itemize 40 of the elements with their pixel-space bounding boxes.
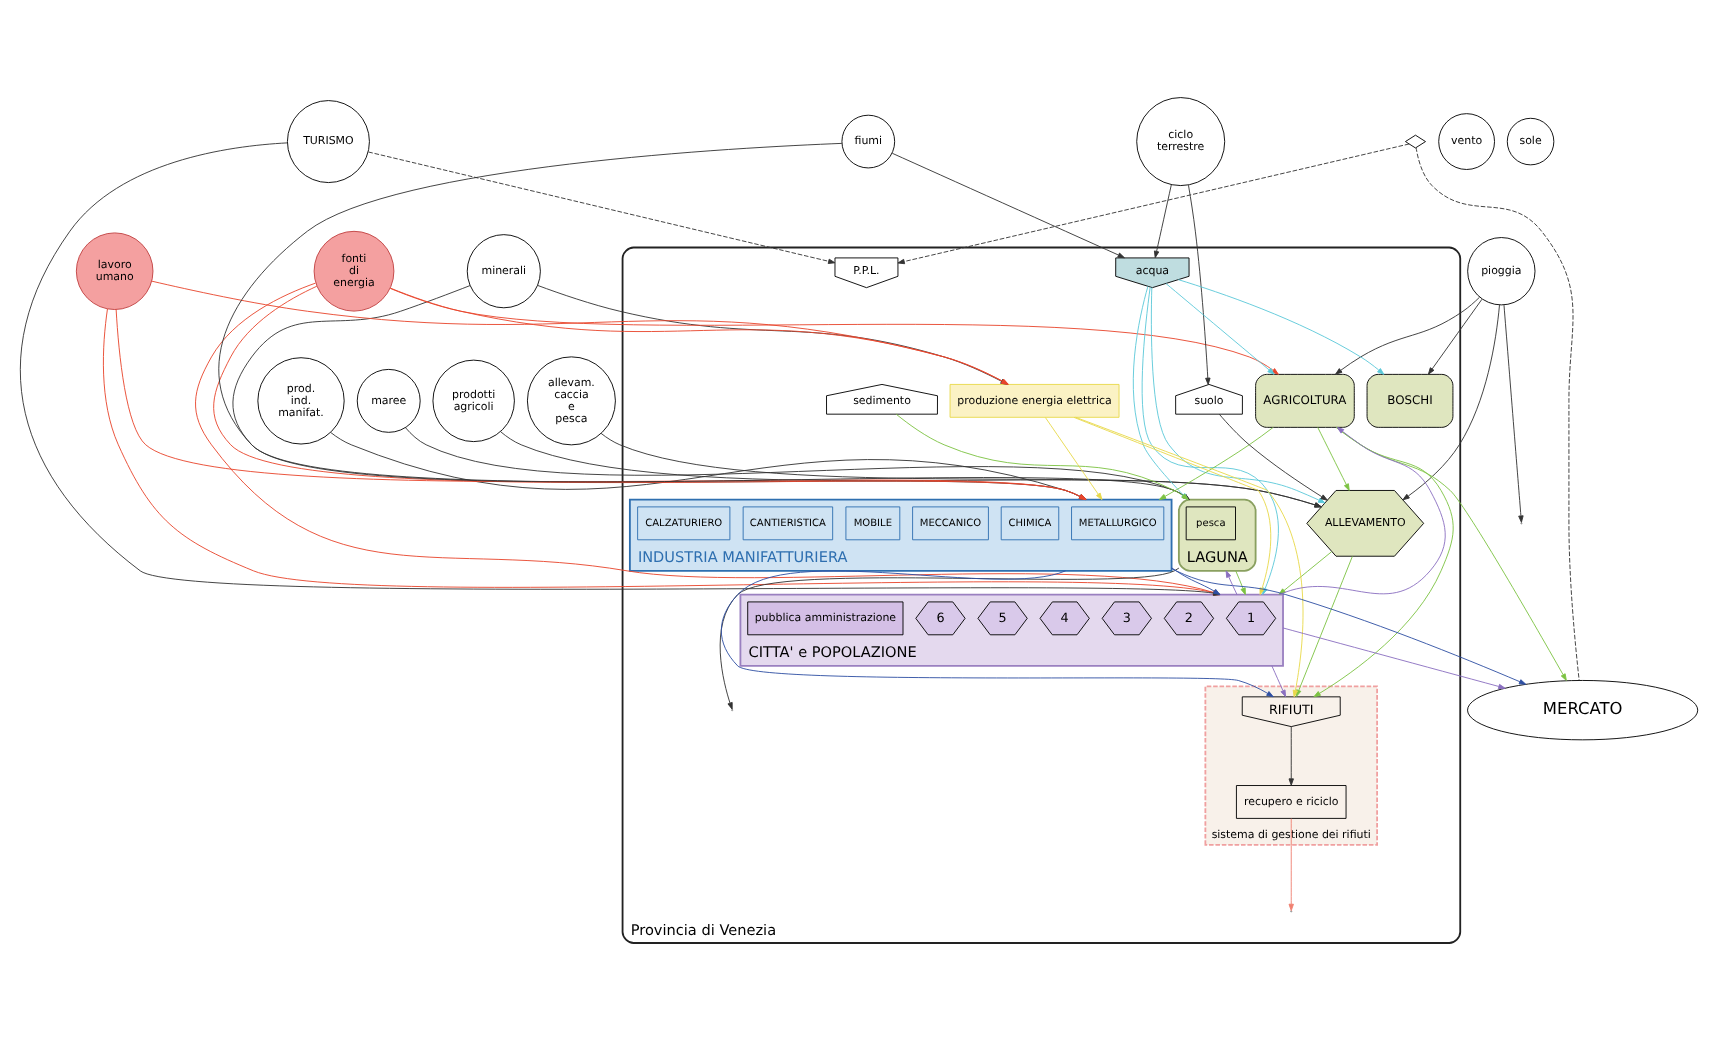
arrow — [1171, 566, 1221, 595]
arrow — [1271, 664, 1287, 697]
arrow — [1177, 278, 1385, 374]
arrow — [1427, 297, 1483, 374]
arrow — [1158, 426, 1274, 500]
arrow — [218, 141, 1190, 500]
arrow — [1282, 626, 1506, 689]
arrow — [897, 142, 1410, 264]
arrow — [102, 307, 1221, 595]
arrow — [1288, 725, 1294, 785]
arrow — [1044, 416, 1103, 500]
arrow — [1317, 425, 1350, 490]
arrow — [1235, 569, 1246, 595]
arrow — [1171, 567, 1527, 684]
arrow — [1188, 183, 1211, 384]
arrow — [1335, 425, 1567, 680]
connector — [1415, 146, 1580, 680]
arrow — [1153, 183, 1172, 258]
arrow — [891, 151, 1125, 258]
arrow — [405, 426, 1190, 500]
arrow — [389, 287, 1279, 374]
arrow — [720, 569, 1274, 697]
arrow — [20, 141, 1221, 595]
arrow — [115, 307, 1087, 500]
arrow — [895, 412, 1189, 500]
arrow — [1295, 555, 1353, 696]
arrow — [1225, 569, 1238, 595]
arrow — [1313, 425, 1454, 697]
node-diamond — [1404, 133, 1426, 148]
arrow — [1218, 412, 1328, 500]
arrow — [1335, 295, 1480, 374]
arrow — [1150, 286, 1326, 503]
arrow — [1075, 415, 1304, 697]
arrow — [1288, 817, 1294, 911]
arrow — [367, 150, 836, 263]
arrow — [1402, 303, 1500, 500]
arrow — [1503, 303, 1524, 522]
arrow — [1132, 284, 1189, 500]
arrow — [330, 431, 1087, 500]
arrow — [1165, 282, 1275, 374]
